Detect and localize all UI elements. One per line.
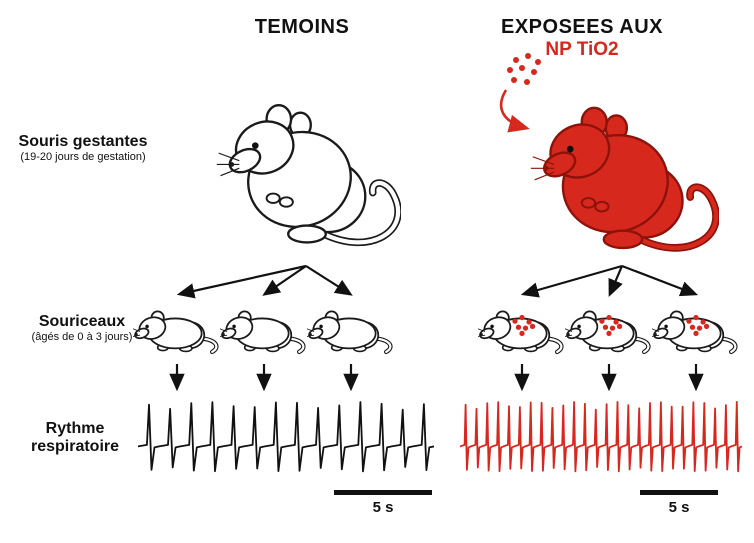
fan-arrows-control [176,264,353,299]
control-pup-illustration [133,300,221,358]
exposed-pup-illustration [478,300,566,358]
scalebar-control-label: 5 s [372,499,394,516]
exposed-mother-mouse-illustration [527,82,719,268]
control-respiratory-trace [138,401,434,473]
column-header-control: TEMOINS [254,16,350,38]
column-header-exposed: EXPOSEES AUX NP TiO2 [492,16,672,61]
column-header-exposed-line1: EXPOSEES AUX [501,16,663,38]
control-pup-illustration [220,300,308,358]
control-pup-illustration [307,300,395,358]
mothers-title: Souris gestantes [18,133,148,150]
np-exposure-arrow [499,89,530,133]
trace-row-label: Rythme respiratoire [30,420,120,456]
pups-row-label: Souriceaux (âgés de 0 à 3 jours) [2,313,162,343]
exposed-pup-illustration [652,300,740,358]
scalebar-control [334,490,432,495]
scalebar-exposed-label: 5 s [668,499,690,516]
exposed-respiratory-trace [460,401,742,473]
scalebar-exposed [640,490,718,495]
mothers-subtitle: (19-20 jours de gestation) [20,151,146,164]
pup-down-arrows [169,364,704,392]
mothers-row-label: Souris gestantes (19-20 jours de gestati… [4,133,162,163]
fan-arrows-exposed [520,264,699,298]
column-header-exposed-line2: NP TiO2 [545,39,619,60]
exposed-pup-illustration [565,300,653,358]
pups-subtitle: (âgés de 0 à 3 jours) [31,331,133,344]
pups-title: Souriceaux [38,313,126,330]
control-mother-mouse-illustration [213,78,401,264]
